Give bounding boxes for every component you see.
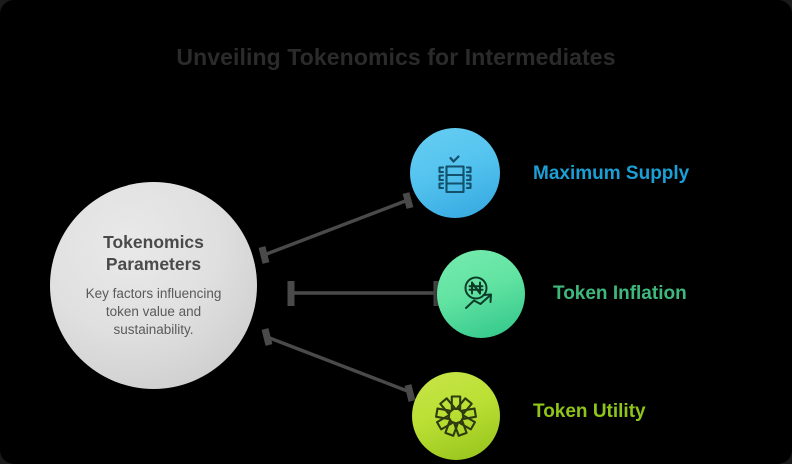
hub-node[interactable]: Tokenomics Parameters Key factors influe…: [50, 182, 257, 389]
branch-label-token-utility[interactable]: Token Utility: [533, 401, 646, 422]
hub-title: Tokenomics Parameters: [103, 232, 204, 274]
naira-coin-trend-up-icon: [464, 276, 492, 309]
branch-label-token-inflation[interactable]: Token Inflation: [553, 283, 687, 304]
branch-node-token-inflation[interactable]: [437, 250, 525, 338]
server-stack-check-icon: [438, 155, 472, 194]
connector-hub-to-token-inflation: [287, 281, 441, 306]
connector-hub-to-maximum-supply: [258, 192, 414, 264]
branch-label-maximum-supply[interactable]: Maximum Supply: [533, 163, 690, 184]
branch-node-maximum-supply[interactable]: [410, 128, 500, 218]
page-title: Unveiling Tokenomics for Intermediates: [176, 44, 616, 70]
starburst-asterisk-icon: [435, 395, 477, 437]
hub-description: Key factors influencing token value and …: [85, 286, 222, 337]
connector-hub-to-token-utility: [261, 328, 416, 402]
branch-node-token-utility[interactable]: [412, 372, 500, 460]
